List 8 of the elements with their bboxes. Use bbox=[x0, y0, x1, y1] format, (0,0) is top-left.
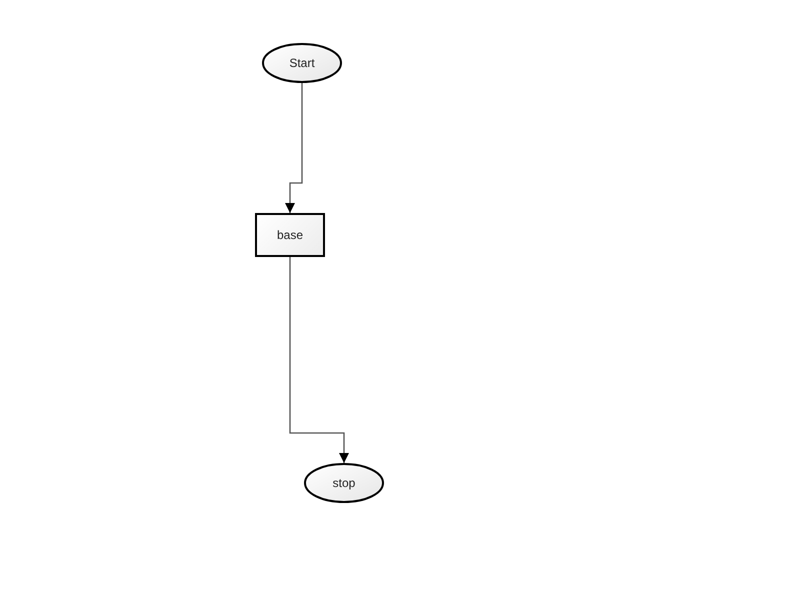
process-box bbox=[255, 213, 325, 257]
node-label: Start bbox=[289, 56, 315, 70]
terminal-ellipse bbox=[262, 43, 342, 83]
node-label: base bbox=[276, 228, 304, 242]
node-label: stop bbox=[332, 476, 356, 490]
arrow bbox=[289, 257, 349, 463]
arrow bbox=[285, 83, 303, 213]
terminal-ellipse bbox=[304, 463, 384, 503]
